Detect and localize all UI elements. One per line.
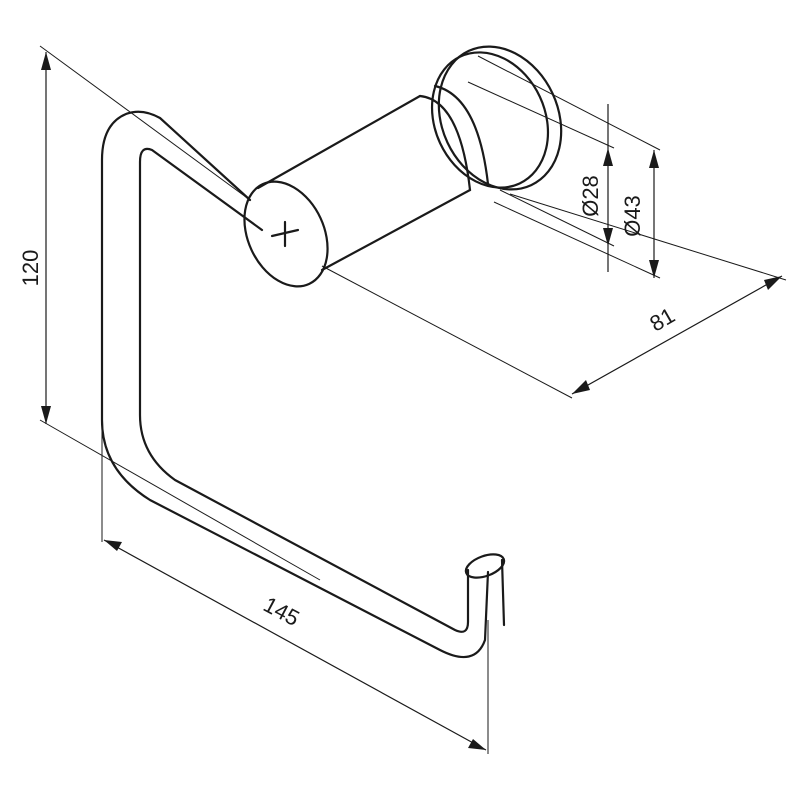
dimension-label-inner-diameter: Ø28 xyxy=(578,175,603,217)
dimension-label-depth: 81 xyxy=(645,303,679,337)
dimension-outer-diameter: Ø43 xyxy=(477,55,661,279)
dimension-height: 120 xyxy=(18,45,321,581)
holder-rod xyxy=(100,110,506,659)
dimension-label-outer-diameter: Ø43 xyxy=(620,195,645,237)
dimension-width: 145 xyxy=(101,424,489,754)
dimension-label-width: 145 xyxy=(259,592,303,631)
dimension-inner-diameter: Ø28 xyxy=(467,81,615,272)
dimension-depth: 81 xyxy=(321,193,787,399)
dimension-label-height: 120 xyxy=(18,250,43,287)
holder-cylinder xyxy=(243,45,563,288)
